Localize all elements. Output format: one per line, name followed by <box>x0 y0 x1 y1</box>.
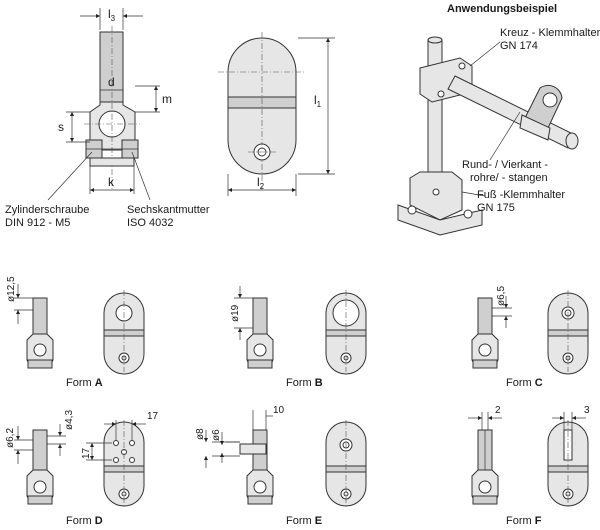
form-d-dim4: 17 <box>81 447 92 459</box>
base-clamp-label-line1: Fuß -Klemmhalter <box>477 189 565 201</box>
dim-l2: l2 <box>257 175 265 191</box>
dim-l3: l3 <box>108 7 116 23</box>
screw-label-line1: Zylinderschraube <box>5 204 89 216</box>
form-d-dim1: ø6,2 <box>5 428 16 448</box>
form-e: 10 ø8 ø6 Form E <box>195 405 367 527</box>
form-c-label: Form C <box>506 377 543 389</box>
form-b: ø19 Form B <box>230 286 367 389</box>
form-b-dim: ø19 <box>230 304 241 322</box>
form-d: ø6,2 ø4,3 17 17 Form D <box>5 410 159 527</box>
cross-clamp-label-line1: Kreuz - Klemmhalter <box>500 27 600 39</box>
form-a-dim: ø12,5 <box>6 276 17 302</box>
form-a-label: Form A <box>66 377 103 389</box>
form-d-label: Form D <box>66 515 103 527</box>
form-c-dim: ø6,5 <box>496 286 507 306</box>
application-example: Anwendungsbeispiel Kreuz - Klemmhalter G… <box>397 3 600 236</box>
form-b-label: Form B <box>286 377 323 389</box>
form-e-dim1: ø8 <box>195 428 206 440</box>
main-front-view: l1 l2 <box>218 32 335 196</box>
form-f-dim1: 2 <box>495 405 501 416</box>
screw-label-line2: DIN 912 - M5 <box>5 217 70 229</box>
dim-m: m <box>162 92 172 106</box>
nut-label-line1: Sechskantmutter <box>127 204 210 216</box>
nut-label-line2: ISO 4032 <box>127 217 173 229</box>
application-title: Anwendungsbeispiel <box>447 3 557 15</box>
base-clamp-label-line2: GN 175 <box>477 202 515 214</box>
dim-d: d <box>108 75 115 89</box>
form-c: ø6,5 Form C <box>471 286 589 389</box>
main-side-view: l3 d m s k Zylinderschraube DIN 9 <box>5 7 210 229</box>
form-e-dim3: 10 <box>273 405 285 416</box>
cross-clamp-label-line2: GN 174 <box>500 40 538 52</box>
tube-label-line1: Rund- / Vierkant - <box>462 159 548 171</box>
form-d-dim3: 17 <box>147 411 159 422</box>
form-e-label: Form E <box>286 515 322 527</box>
form-a: ø12,5 Form A <box>6 276 145 389</box>
dim-l1: l1 <box>314 93 322 109</box>
form-f-dim2: 3 <box>584 405 590 416</box>
form-f-label: Form F <box>506 515 542 527</box>
form-d-dim2: ø4,3 <box>64 410 75 430</box>
form-f: 2 3 Form F <box>468 405 590 527</box>
dim-s: s <box>58 120 64 134</box>
form-e-dim2: ø6 <box>211 429 222 441</box>
tube-label-line2: rohre/ - stangen <box>470 172 548 184</box>
dim-k: k <box>108 175 115 189</box>
